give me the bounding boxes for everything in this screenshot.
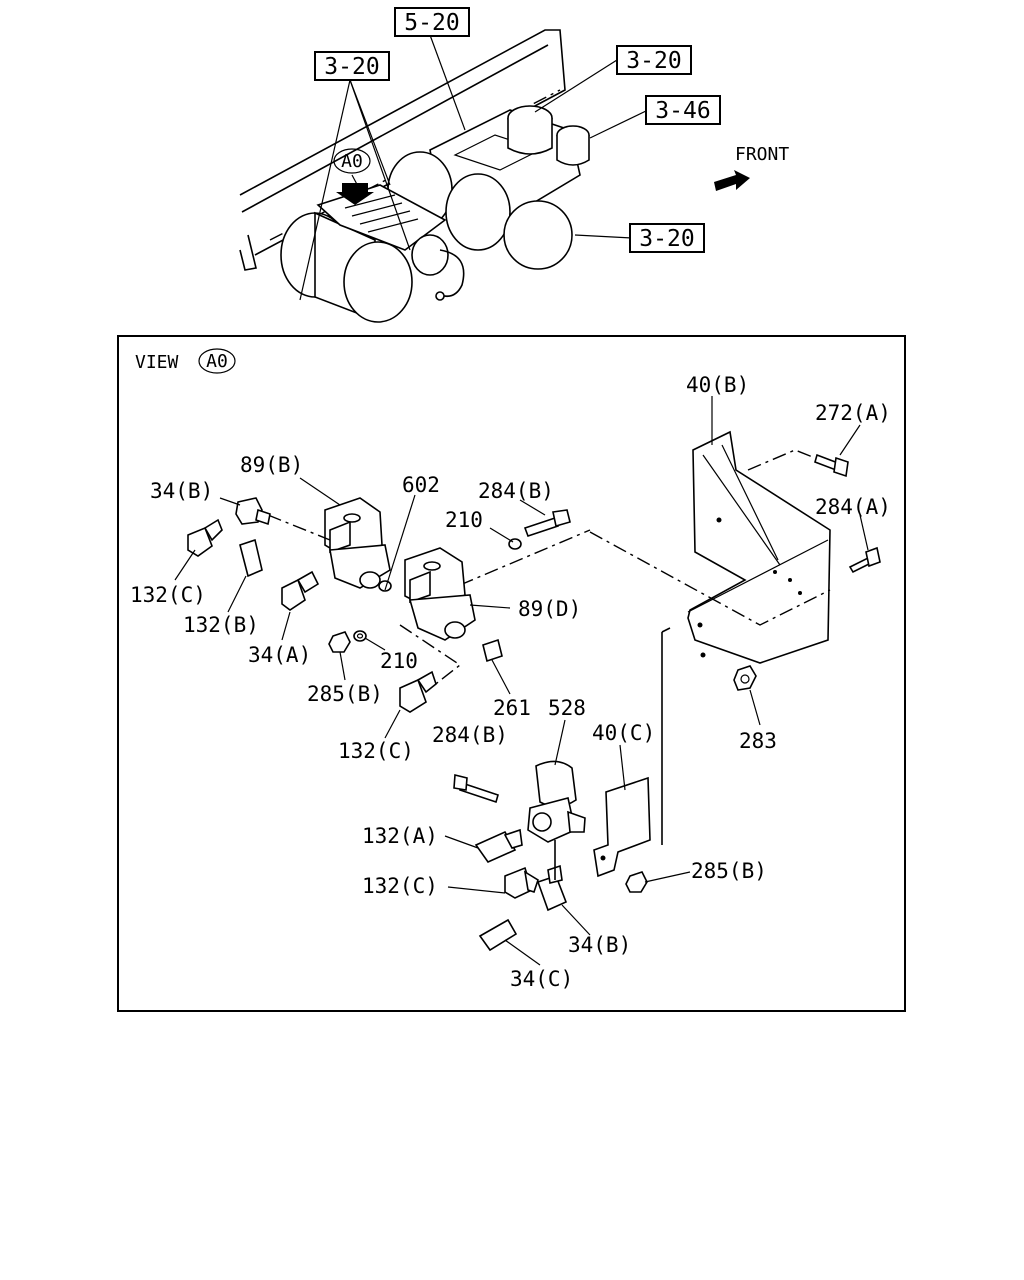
fitting-132C-low [504,866,539,899]
fitting-132B [239,538,263,578]
view-marker-label: A0 [206,351,228,372]
callout-89D[interactable]: 89(D) [518,597,581,621]
callout-34C[interactable]: 34(C) [510,967,573,991]
fitting-34C [478,918,518,952]
callout-132C-left[interactable]: 132(C) [130,583,206,607]
callout-132A[interactable]: 132(A) [362,824,438,848]
fitting-34A [281,570,320,611]
callout-210-top[interactable]: 210 [445,508,483,532]
front-indicator: FRONT [714,144,789,191]
view-arrow-icon [336,183,374,205]
callout-528[interactable]: 528 [548,696,586,720]
callout-34B-top[interactable]: 34(B) [150,479,213,503]
ref-label: 3-46 [655,98,710,124]
callout-132C-mid[interactable]: 132(C) [338,739,414,763]
nut-285B-right [625,871,648,893]
valve-89B [324,497,391,589]
overview-illustration [239,29,649,323]
valve-528 [527,760,586,843]
front-label: FRONT [735,144,789,165]
oring-602 [378,580,392,592]
washer-210-bottom [353,630,367,642]
view-word: VIEW [135,352,179,373]
bracket-40C [593,776,651,878]
callout-40B[interactable]: 40(B) [686,373,749,397]
fitting-132C-left [187,518,223,557]
nut-283 [733,665,757,691]
bolt-284B-top [523,509,571,538]
ref-label: 3-20 [324,54,379,80]
callout-34A[interactable]: 34(A) [248,643,311,667]
callout-261[interactable]: 261 [493,696,531,720]
callout-602[interactable]: 602 [402,473,440,497]
callout-285B-right[interactable]: 285(B) [691,859,767,883]
bolt-284B-mid [453,773,499,804]
ref-box-3-20-right-bottom[interactable]: 3-20 [629,223,705,253]
callout-40C[interactable]: 40(C) [592,721,655,745]
callout-284A[interactable]: 284(A) [815,495,891,519]
ref-label: 3-20 [639,226,694,252]
view-marker-label: A0 [341,151,363,172]
fitting-34B-top [235,497,271,526]
ref-box-3-20-left[interactable]: 3-20 [314,51,390,81]
callout-132C-low[interactable]: 132(C) [362,874,438,898]
detail-view-frame [117,335,906,1012]
ref-box-3-20-right-top[interactable]: 3-20 [616,45,692,75]
leader-lines [174,396,869,966]
callout-34B-low[interactable]: 34(B) [568,933,631,957]
valve-89D [404,547,476,641]
callout-284B-mid[interactable]: 284(B) [432,723,508,747]
callout-272A[interactable]: 272(A) [815,401,891,425]
callout-285B-left[interactable]: 285(B) [307,682,383,706]
fitting-34B-low [536,864,568,912]
callout-89B[interactable]: 89(B) [240,453,303,477]
view-marker-detail: A0 [198,348,236,374]
fitting-132C-mid [399,670,437,713]
ref-label: 3-20 [626,48,681,74]
nut-285B-left [328,631,351,653]
callout-283[interactable]: 283 [739,729,777,753]
callout-284B-top[interactable]: 284(B) [478,479,554,503]
view-marker-overview: A0 [333,148,371,174]
ref-box-5-20[interactable]: 5-20 [394,7,470,37]
ref-label: 5-20 [404,10,459,36]
front-arrow-icon [714,170,750,191]
fitting-132A [474,828,523,863]
ref-box-3-46[interactable]: 3-46 [645,95,721,125]
callout-210-bottom[interactable]: 210 [380,649,418,673]
bolt-272A [814,453,849,478]
air-tank-right [503,200,573,270]
bolt-284A [848,546,881,574]
bracket-40B [687,430,831,664]
plug-261 [482,638,503,663]
callout-132B[interactable]: 132(B) [183,613,259,637]
